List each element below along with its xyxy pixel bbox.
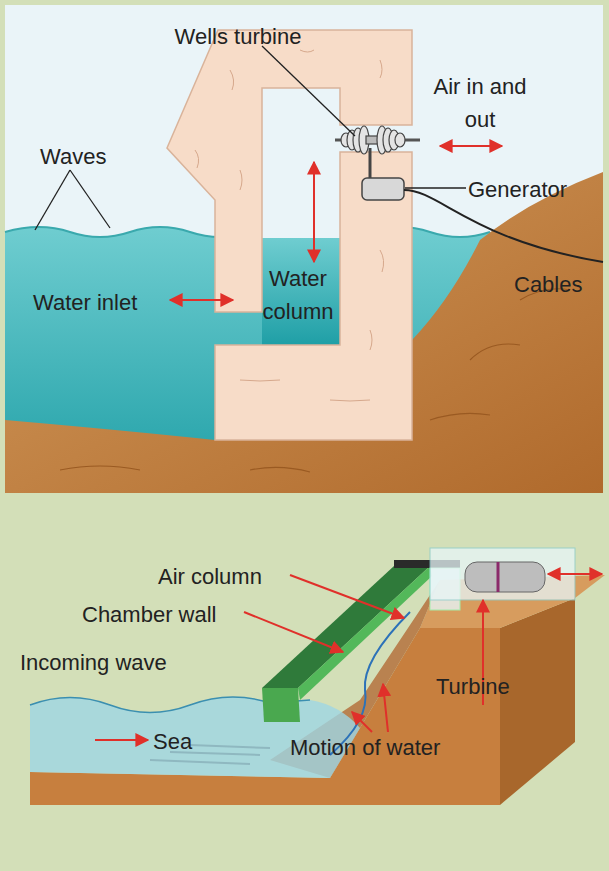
leader-arrow (383, 684, 388, 732)
part-label: Generator (468, 173, 598, 206)
water-flow-arrow (170, 299, 233, 301)
sky (5, 5, 603, 493)
leader-arrow (352, 712, 372, 732)
wells-turbine (341, 126, 405, 154)
leader-line (70, 170, 110, 228)
turbine-band (497, 562, 500, 592)
generator-shaft (369, 148, 372, 180)
leader-line (405, 187, 466, 188)
part-label: Air column (158, 560, 308, 593)
leader-line (262, 46, 355, 136)
air-flow-arrow (548, 573, 602, 575)
part-label: Motion of water (290, 731, 510, 764)
part-label: Sea (153, 725, 213, 758)
flow-arrow (95, 739, 148, 741)
part-label: Water column (248, 262, 348, 328)
part-label: Incoming wave (20, 646, 220, 679)
ground-side (500, 598, 575, 805)
water-in-chamber (262, 238, 340, 345)
generator (362, 178, 404, 200)
part-label: Chamber wall (82, 598, 262, 631)
part-label: Air in and out (425, 70, 535, 136)
leader-line (35, 170, 70, 230)
concrete-structure (215, 152, 412, 440)
turbine-cylinder (465, 562, 545, 592)
air-flow-arrow (440, 145, 502, 147)
part-label: Turbine (436, 670, 536, 703)
concrete-texture (195, 50, 384, 401)
part-label: Water inlet (33, 286, 173, 319)
part-label: Waves (40, 140, 130, 173)
chamber-wall (262, 566, 430, 688)
water-surface-curve (330, 612, 410, 755)
part-label: Wells turbine (138, 20, 338, 53)
part-label: Cables (514, 268, 604, 301)
leader-arrow (290, 575, 404, 618)
chamber-wall (262, 688, 300, 722)
leader-arrow (244, 612, 343, 652)
water-motion-arrow (313, 162, 315, 262)
